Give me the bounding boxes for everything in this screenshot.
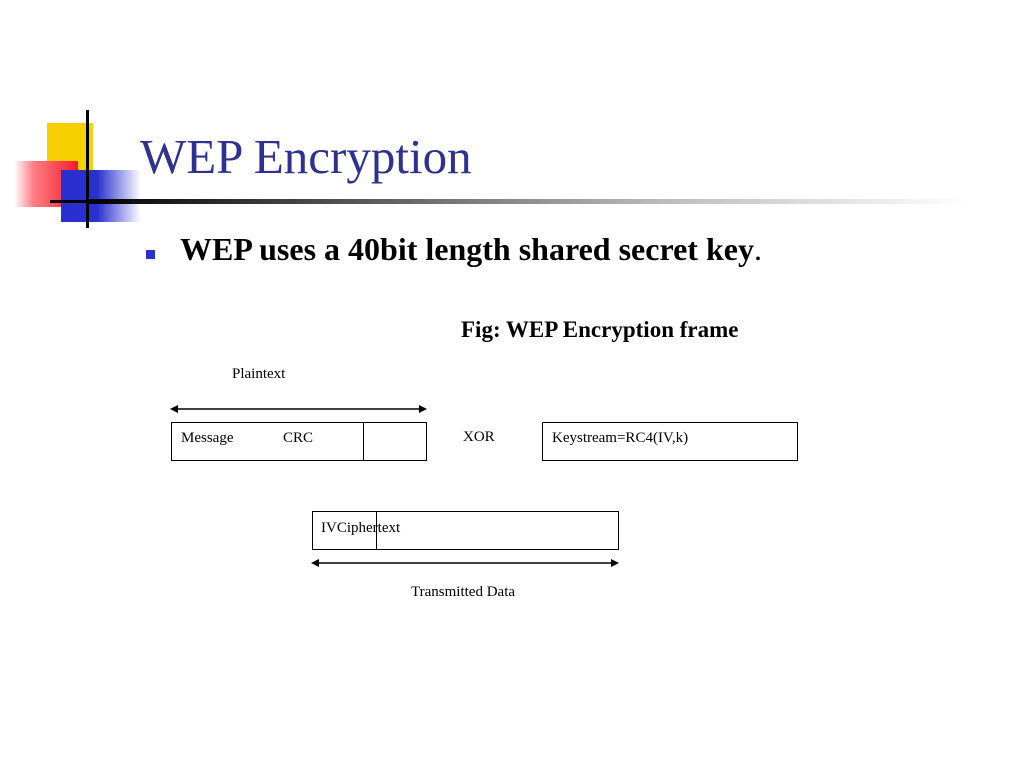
plaintext-frame-box — [171, 422, 427, 461]
figure-caption: Fig: WEP Encryption frame — [461, 317, 739, 342]
logo-horizontal-line — [50, 200, 100, 203]
transmitted-span-arrow — [311, 559, 619, 567]
keystream-label: Keystream=RC4(IV,k) — [552, 430, 689, 446]
message-label: Message — [181, 430, 234, 446]
iv-label: IV — [321, 520, 337, 536]
bullet-period: . — [753, 231, 762, 267]
title-underline-rule — [88, 199, 968, 204]
transmitted-frame-box — [312, 511, 619, 550]
bullet-item: WEP uses a 40bit length shared secret ke… — [180, 231, 762, 268]
logo-blue-square — [61, 170, 141, 222]
slide-title: WEP Encryption — [140, 129, 472, 184]
crc-divider — [363, 423, 364, 460]
bullet-marker — [146, 250, 155, 259]
plaintext-label: Plaintext — [232, 366, 286, 382]
bullet-text: WEP uses a 40bit length shared secret ke… — [180, 231, 754, 267]
crc-label: CRC — [283, 430, 314, 446]
transmitted-data-label: Transmitted Data — [411, 584, 516, 600]
plaintext-span-arrow — [170, 405, 427, 413]
xor-operator-label: XOR — [463, 429, 495, 445]
ciphertext-label: Ciphertext — [336, 520, 401, 536]
keystream-box — [542, 422, 798, 461]
iv-divider — [376, 512, 377, 549]
logo-vertical-line — [86, 110, 89, 228]
iv-ciphertext-label: IVCiphertext — [321, 521, 400, 536]
